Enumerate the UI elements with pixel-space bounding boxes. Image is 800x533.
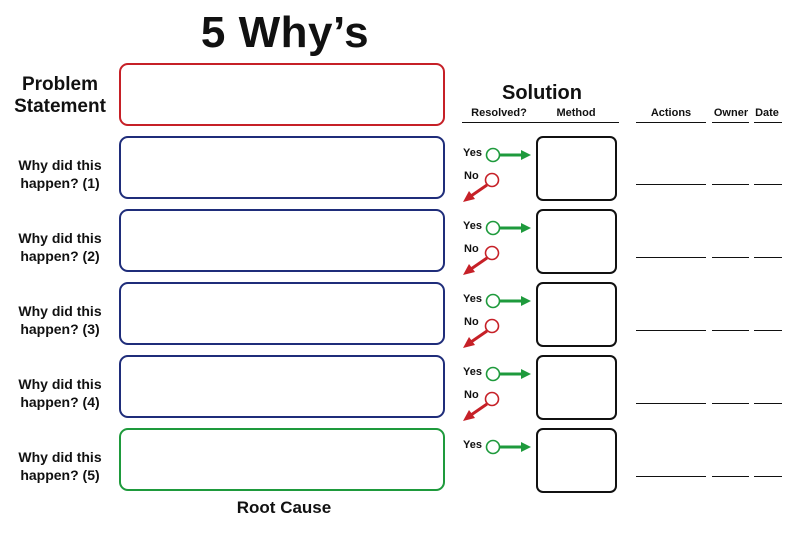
owner-line-1[interactable] bbox=[712, 184, 749, 185]
date-line-2[interactable] bbox=[754, 257, 782, 258]
problem-statement-label: Problem Statement bbox=[8, 74, 112, 118]
yes-label-4: Yes bbox=[463, 366, 482, 378]
yes-arrow-icon bbox=[485, 293, 531, 309]
action-line-5[interactable] bbox=[636, 476, 706, 477]
no-arrow-icon bbox=[463, 391, 500, 421]
why-label-line2: happen? (5) bbox=[20, 467, 100, 483]
owner-header: Owner bbox=[713, 107, 749, 119]
why-label-line2: happen? (3) bbox=[20, 321, 100, 337]
resolved-header: Resolved? bbox=[471, 107, 527, 119]
date-line-1[interactable] bbox=[754, 184, 782, 185]
why-label-2: Why did this happen? (2) bbox=[8, 229, 112, 265]
yes-arrow-icon bbox=[485, 439, 531, 455]
no-label-1: No bbox=[464, 170, 479, 182]
owner-line-3[interactable] bbox=[712, 330, 749, 331]
no-label-3: No bbox=[464, 316, 479, 328]
why-label-line2: happen? (4) bbox=[20, 394, 100, 410]
why-label-3: Why did this happen? (3) bbox=[8, 302, 112, 338]
date-header-rule bbox=[754, 122, 782, 123]
yes-arrow-icon bbox=[485, 366, 531, 382]
method-header: Method bbox=[556, 107, 596, 119]
why-label-5: Why did this happen? (5) bbox=[8, 448, 112, 484]
why-label-line1: Why did this bbox=[18, 303, 102, 319]
method-box-1[interactable] bbox=[536, 136, 617, 201]
actions-header: Actions bbox=[650, 107, 692, 119]
date-line-5[interactable] bbox=[754, 476, 782, 477]
problem-label-line2: Statement bbox=[14, 96, 106, 117]
yes-label-2: Yes bbox=[463, 220, 482, 232]
why-label-1: Why did this happen? (1) bbox=[8, 156, 112, 192]
actions-header-rule bbox=[636, 122, 706, 123]
method-box-2[interactable] bbox=[536, 209, 617, 274]
why-label-4: Why did this happen? (4) bbox=[8, 375, 112, 411]
why-answer-box-1[interactable] bbox=[119, 136, 445, 199]
date-line-3[interactable] bbox=[754, 330, 782, 331]
no-label-2: No bbox=[464, 243, 479, 255]
why-label-line2: happen? (2) bbox=[20, 248, 100, 264]
owner-line-2[interactable] bbox=[712, 257, 749, 258]
date-header: Date bbox=[755, 107, 779, 119]
problem-label-line1: Problem bbox=[21, 74, 99, 95]
page-title: 5 Why’s bbox=[200, 8, 370, 57]
yes-label-1: Yes bbox=[463, 147, 482, 159]
method-box-5[interactable] bbox=[536, 428, 617, 493]
no-label-4: No bbox=[464, 389, 479, 401]
action-line-1[interactable] bbox=[636, 184, 706, 185]
why-label-line1: Why did this bbox=[18, 157, 102, 173]
yes-label-5: Yes bbox=[463, 439, 482, 451]
owner-line-4[interactable] bbox=[712, 403, 749, 404]
no-arrow-icon bbox=[463, 318, 500, 348]
no-arrow-icon bbox=[463, 245, 500, 275]
yes-arrow-icon bbox=[485, 220, 531, 236]
why-label-line2: happen? (1) bbox=[20, 175, 100, 191]
why-answer-box-4[interactable] bbox=[119, 355, 445, 418]
yes-label-3: Yes bbox=[463, 293, 482, 305]
why-label-line1: Why did this bbox=[18, 449, 102, 465]
why-label-line1: Why did this bbox=[18, 230, 102, 246]
action-line-4[interactable] bbox=[636, 403, 706, 404]
why-answer-box-5[interactable] bbox=[119, 428, 445, 491]
method-box-3[interactable] bbox=[536, 282, 617, 347]
why-answer-box-3[interactable] bbox=[119, 282, 445, 345]
no-arrow-icon bbox=[463, 172, 500, 202]
yes-arrow-icon bbox=[485, 147, 531, 163]
why-answer-box-2[interactable] bbox=[119, 209, 445, 272]
problem-statement-box[interactable] bbox=[119, 63, 445, 126]
why-label-line1: Why did this bbox=[18, 376, 102, 392]
date-line-4[interactable] bbox=[754, 403, 782, 404]
root-cause-label: Root Cause bbox=[236, 498, 332, 517]
method-box-4[interactable] bbox=[536, 355, 617, 420]
owner-header-rule bbox=[712, 122, 749, 123]
solution-title: Solution bbox=[502, 82, 582, 104]
action-line-3[interactable] bbox=[636, 330, 706, 331]
solution-header-rule bbox=[462, 122, 619, 123]
owner-line-5[interactable] bbox=[712, 476, 749, 477]
action-line-2[interactable] bbox=[636, 257, 706, 258]
